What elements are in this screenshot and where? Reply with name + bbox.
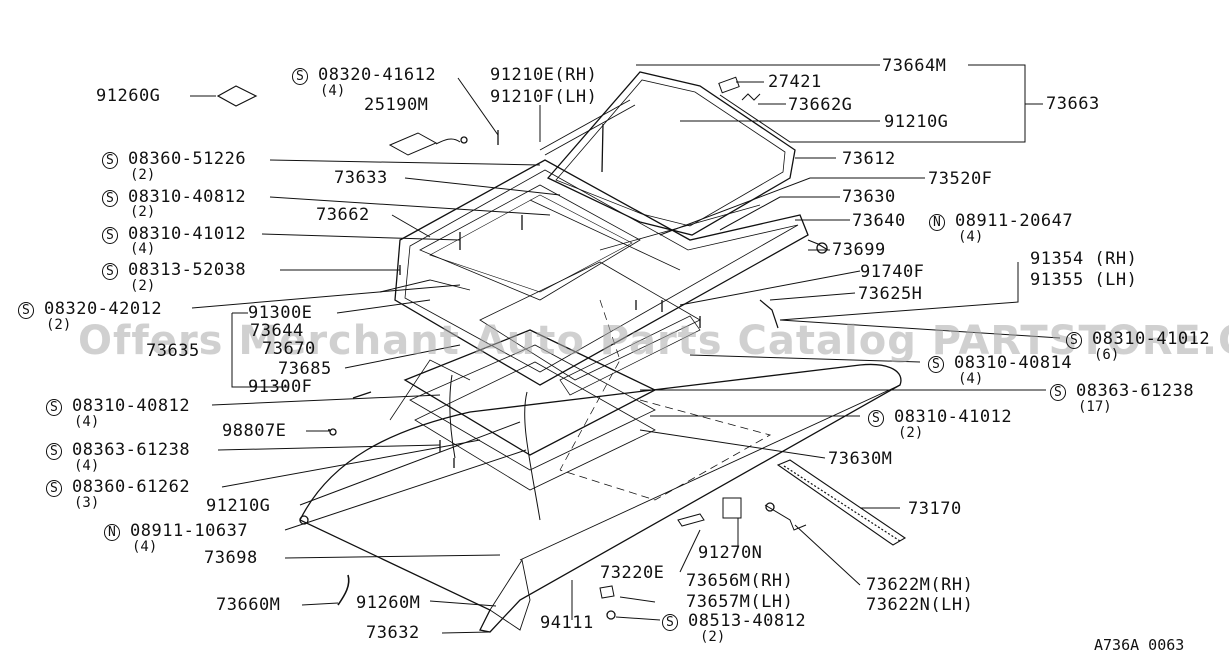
part-label-73685: 73685: [278, 359, 332, 379]
roof-panel: [299, 363, 902, 633]
part-label-73612: 73612: [842, 149, 896, 169]
part-label-94111: 94111: [540, 613, 594, 633]
part-label-91210G-bottom: 91210G: [206, 496, 271, 516]
part-label-73630M: 73630M: [828, 449, 893, 469]
qty-label: (6): [1094, 347, 1120, 363]
part-label-73698: 73698: [204, 548, 258, 568]
watermark: Offers Merchant Auto Parts Catalog PARTS…: [78, 318, 1229, 364]
part-label-91354: 91354 (RH): [1030, 249, 1138, 269]
screw-symbol: S: [18, 300, 35, 320]
part-label-27421: 27421: [768, 72, 822, 92]
part-label-73699: 73699: [832, 240, 886, 260]
part-label-73520F: 73520F: [928, 169, 993, 189]
part-label-73644: 73644: [250, 321, 304, 341]
part-label-73670: 73670: [262, 339, 316, 359]
part-label-73664M: 73664M: [882, 56, 947, 76]
screw-symbol: S: [292, 66, 309, 86]
qty-label: (4): [130, 241, 156, 257]
qty-label: (4): [958, 371, 984, 387]
screw-symbol: S: [1050, 382, 1067, 402]
part-label-91740F: 91740F: [860, 262, 925, 282]
qty-label: (17): [1078, 399, 1112, 415]
screw-symbol: S: [46, 397, 63, 417]
part-label-91260G: 91260G: [96, 86, 161, 106]
deflector-strip: [776, 459, 907, 546]
part-label-91355: 91355 (LH): [1030, 270, 1138, 290]
qty-label: (2): [46, 317, 72, 333]
diagram-code: A736A 0063: [1094, 636, 1185, 654]
part-label-08360-51226: 08360-51226: [128, 149, 247, 169]
part-label-08310-41012: 08310-41012: [128, 224, 247, 244]
part-label-73662: 73662: [316, 205, 370, 225]
part-label-08320-41612: 08320-41612: [318, 65, 437, 85]
part-label-73635: 73635: [146, 341, 200, 361]
part-label-91300F: 91300F: [248, 377, 313, 397]
part-label-08320-42012: 08320-42012: [44, 299, 163, 319]
screw-symbol: S: [868, 408, 885, 428]
part-label-73656M: 73656M(RH): [686, 571, 794, 591]
part-label-91270N: 91270N: [698, 543, 763, 563]
qty-label: (2): [130, 204, 156, 220]
part-label-91260M: 91260M: [356, 593, 421, 613]
part-label-25190M: 25190M: [364, 95, 429, 115]
screw-symbol: S: [928, 354, 945, 374]
qty-label: (4): [74, 458, 100, 474]
screw-symbol: S: [1066, 330, 1083, 350]
part-label-08310-41012-c: 08310-41012: [894, 407, 1013, 427]
part-label-73632: 73632: [366, 623, 420, 643]
part-label-91210F: 91210F(LH): [490, 87, 598, 107]
part-label-08363-61238-b: 08363-61238: [72, 440, 191, 460]
part-label-08363-61238: 08363-61238: [1076, 381, 1195, 401]
part-label-73633: 73633: [334, 168, 388, 188]
part-label-98807E: 98807E: [222, 421, 287, 441]
qty-label: (2): [130, 278, 156, 294]
part-label-08310-40814: 08310-40814: [954, 353, 1073, 373]
qty-label: (2): [898, 425, 924, 441]
qty-label: (3): [74, 495, 100, 511]
screw-symbol: S: [662, 612, 679, 632]
part-label-08310-40812-b: 08310-40812: [72, 396, 191, 416]
nut-symbol: N: [104, 522, 121, 542]
qty-label: (4): [132, 539, 158, 555]
part-label-08310-41012-b: 08310-41012: [1092, 329, 1211, 349]
screw-symbol: S: [102, 225, 119, 245]
part-label-08313-52038: 08313-52038: [128, 260, 247, 280]
part-label-91300E: 91300E: [248, 303, 313, 323]
part-label-73640: 73640: [852, 211, 906, 231]
part-label-91210G-top: 91210G: [884, 112, 949, 132]
screw-symbol: S: [46, 441, 63, 461]
part-label-73662G: 73662G: [788, 95, 853, 115]
sunroof-frame: [394, 159, 809, 386]
part-label-73220E: 73220E: [600, 563, 665, 583]
part-label-73663: 73663: [1046, 94, 1100, 114]
part-label-73622M: 73622M(RH): [866, 575, 974, 595]
part-label-08360-61262: 08360-61262: [72, 477, 191, 497]
part-label-73660M: 73660M: [216, 595, 281, 615]
part-label-08513-40812: 08513-40812: [688, 611, 807, 631]
nut-symbol: N: [929, 212, 946, 232]
part-label-08911-20647: 08911-20647: [955, 211, 1074, 231]
part-label-73630: 73630: [842, 187, 896, 207]
part-label-73657M: 73657M(LH): [686, 592, 794, 612]
part-label-73622N: 73622N(LH): [866, 595, 974, 615]
glass-panel: [546, 71, 796, 236]
part-label-91210E: 91210E(RH): [490, 65, 598, 85]
qty-label: (2): [700, 629, 726, 645]
qty-label: (2): [130, 167, 156, 183]
screw-symbol: S: [102, 261, 119, 281]
qty-label: (4): [74, 414, 100, 430]
screw-symbol: S: [46, 478, 63, 498]
screw-symbol: S: [102, 150, 119, 170]
screw-symbol: S: [102, 188, 119, 208]
part-label-73625H: 73625H: [858, 284, 923, 304]
qty-label: (4): [958, 229, 984, 245]
part-label-08310-40812: 08310-40812: [128, 187, 247, 207]
part-label-08911-10637: 08911-10637: [130, 521, 249, 541]
qty-label: (4): [320, 83, 346, 99]
part-label-73170: 73170: [908, 499, 962, 519]
